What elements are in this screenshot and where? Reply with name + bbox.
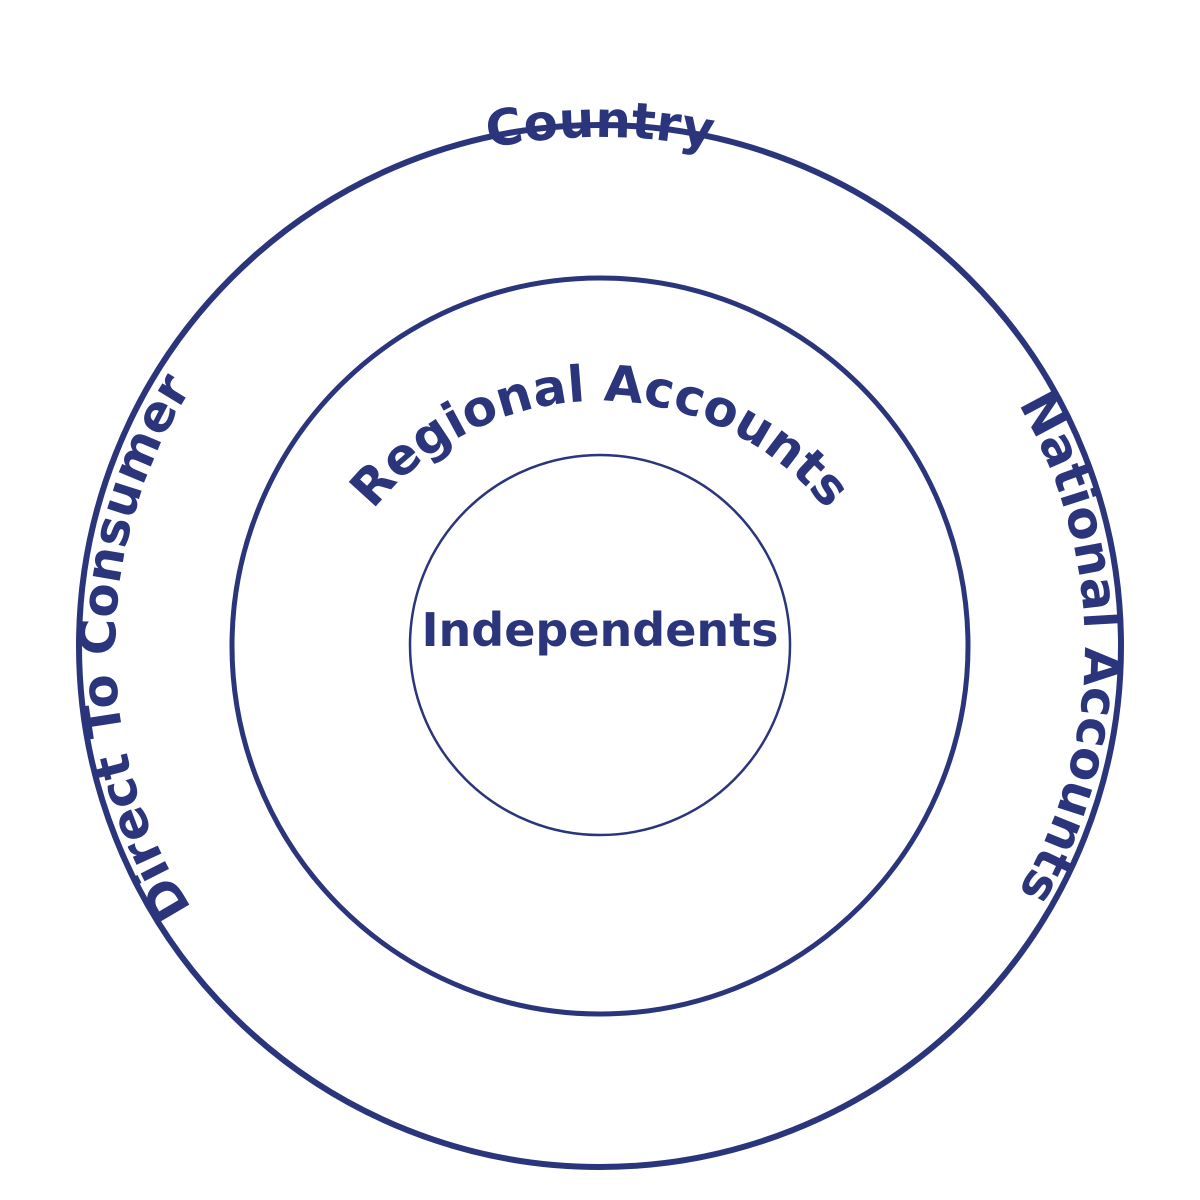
label-country-text: Country bbox=[481, 91, 719, 160]
label-regional-accounts-text: Regional Accounts bbox=[339, 354, 862, 518]
inner-ring-independents bbox=[408, 453, 792, 837]
label-country: Country bbox=[481, 91, 719, 160]
label-regional-accounts: Regional Accounts bbox=[339, 354, 862, 518]
middle-ring-regional bbox=[229, 275, 971, 1017]
label-national-accounts: National Accounts bbox=[1008, 382, 1131, 914]
outer-ring-country bbox=[76, 122, 1124, 1170]
label-direct-to-consumer-text: Direct To Consumer bbox=[69, 363, 202, 931]
label-direct-to-consumer: Direct To Consumer bbox=[69, 363, 202, 931]
label-independents: Independents bbox=[421, 603, 778, 657]
label-national-accounts-text: National Accounts bbox=[1008, 382, 1131, 914]
